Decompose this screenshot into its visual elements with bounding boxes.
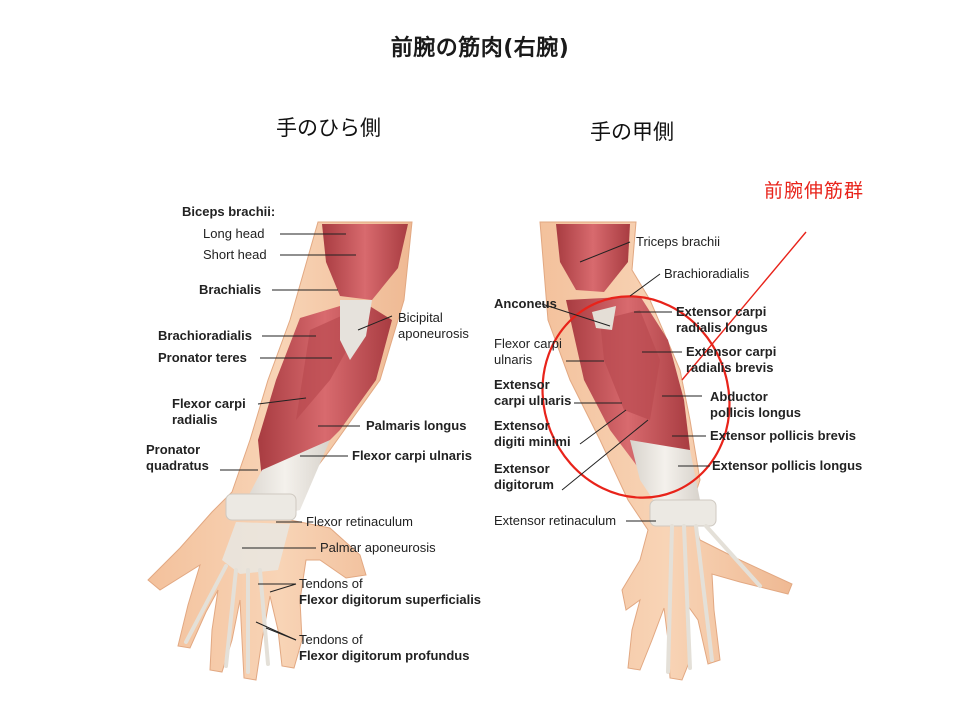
label-extensor-pollicis-brevis: Extensor pollicis brevis	[710, 428, 856, 443]
label-palmar-aponeurosis: Palmar aponeurosis	[320, 540, 436, 555]
label-extensor-carpi-radialis-longus: Extensor carpi radialis longus	[676, 304, 768, 335]
palm-biceps-muscle	[322, 224, 408, 300]
back-leader-lines	[541, 241, 710, 522]
label-extensor-carpi-radialis-brevis: Extensor carpi radialis brevis	[686, 344, 777, 375]
label-extensor-retinaculum: Extensor retinaculum	[494, 513, 617, 528]
label-pronator-teres: Pronator teres	[158, 350, 247, 365]
label-extensor-digitorum: Extensor digitorum	[494, 461, 554, 492]
extensor-group-annotation: 前腕伸筋群	[764, 180, 865, 202]
back-extensor-tendons	[630, 440, 700, 510]
slide-title: 前腕の筋肉(右腕)	[390, 36, 570, 61]
palm-flexor-retinaculum-band	[225, 493, 297, 521]
back-view-heading: 手の甲側	[590, 120, 674, 144]
back-side-arm	[539, 221, 793, 681]
label-extensor-carpi-ulnaris: Extensor carpi ulnaris	[494, 377, 572, 408]
back-triceps-muscle	[556, 224, 630, 292]
back-anconeus	[592, 306, 616, 330]
label-brachialis: Brachialis	[199, 282, 262, 297]
palm-leader-lines	[220, 233, 393, 641]
label-extensor-pollicis-longus: Extensor pollicis longus	[712, 458, 863, 473]
label-flexor-carpi-radialis: Flexor carpi radialis	[172, 396, 246, 427]
label-flexor-carpi-ulnaris-back: Flexor carpi ulnaris	[494, 336, 562, 367]
palm-bicipital-aponeurosis	[340, 300, 372, 360]
label-anconeus: Anconeus	[494, 296, 557, 311]
back-extensor-retinaculum-band	[649, 499, 717, 527]
label-flexor-retinaculum: Flexor retinaculum	[306, 514, 413, 529]
label-palmaris-longus: Palmaris longus	[366, 418, 467, 433]
label-bicipital-aponeurosis: Bicipital aponeurosis	[398, 310, 469, 341]
label-short-head: Short head	[203, 247, 267, 262]
extensor-group-ellipse	[541, 295, 731, 499]
label-long-head: Long head	[203, 226, 265, 241]
label-biceps-brachii: Biceps brachii:	[182, 204, 276, 219]
label-triceps-brachii: Triceps brachii	[636, 234, 721, 249]
label-abductor-pollicis-longus: Abductor pollicis longus	[710, 389, 802, 420]
label-extensor-digiti-minimi: Extensor digiti minimi	[494, 418, 571, 449]
label-brachioradialis-back: Brachioradialis	[664, 266, 750, 281]
label-flexor-carpi-ulnaris-palm: Flexor carpi ulnaris	[352, 448, 472, 463]
label-flexor-digitorum-profundus: Tendons of Flexor digitorum profundus	[299, 632, 470, 663]
label-flexor-digitorum-superficialis: Tendons of Flexor digitorum superficiali…	[299, 576, 482, 607]
palm-view-heading: 手のひら側	[276, 116, 381, 140]
label-brachioradialis-palm: Brachioradialis	[158, 328, 252, 343]
label-pronator-quadratus: Pronator quadratus	[146, 442, 209, 473]
annotation-pointer-line	[681, 231, 807, 381]
